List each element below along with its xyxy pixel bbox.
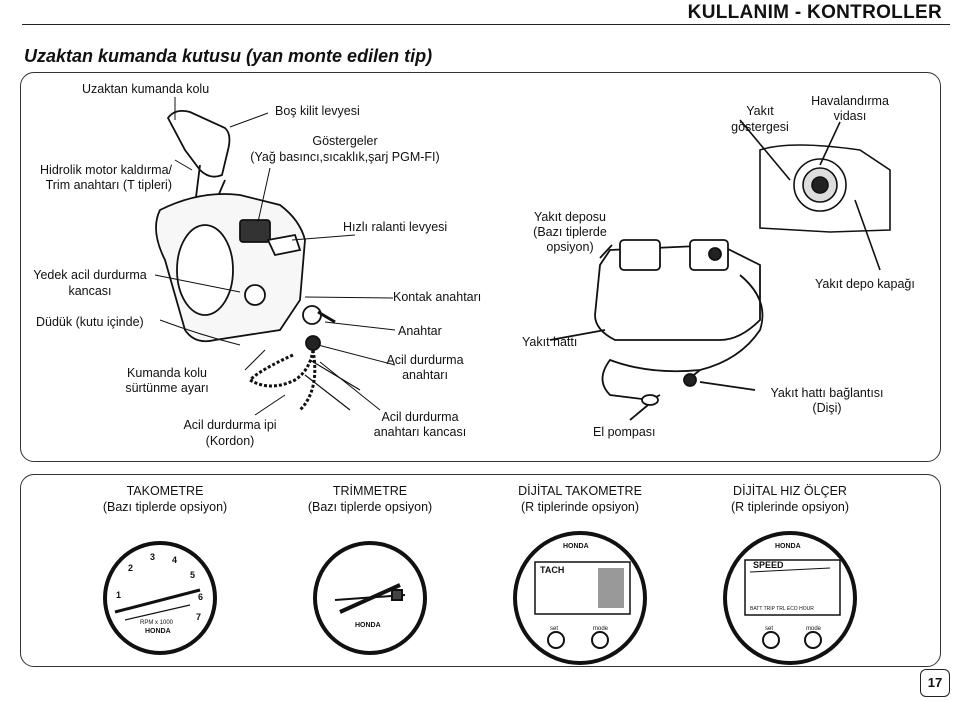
label-trim-switch-1: Hidrolik motor kaldırma/ [40, 163, 172, 177]
label-stop-switch-1: Acil durdurma [386, 353, 464, 367]
controls-panel [20, 72, 941, 462]
label-friction-2: sürtünme ayarı [125, 381, 209, 395]
gauge-4-note: (R tiplerinde opsiyon) [730, 500, 850, 514]
label-fuel-gauge-1: Yakıt [746, 104, 774, 118]
page-number: 17 [920, 669, 950, 697]
label-connector-1: Yakıt hattı bağlantısı [770, 386, 884, 400]
fuel-cap-drawing [739, 119, 891, 271]
dtach-set: set [550, 626, 559, 632]
remote-control-box-drawing [155, 109, 361, 412]
label-connector-2: (Dişi) [812, 401, 842, 415]
label-fuel-cap: Yakıt depo kapağı [815, 277, 915, 291]
trim-brand: HONDA [355, 622, 381, 629]
label-fuel-gauge-2: göstergesi [731, 120, 789, 134]
tach-num-6: 6 [198, 592, 204, 602]
label-friction-1: Kumanda kolu [127, 366, 207, 380]
fuel-tank-drawing [549, 239, 764, 421]
label-lanyard-1: Acil durdurma ipi [183, 418, 277, 432]
label-spare-clip-2: kancası [68, 284, 112, 298]
dspeed-mode-btn: mode [806, 626, 822, 632]
header-rule [22, 24, 950, 25]
gauge-4-name: DİJİTAL HIZ ÖLÇER [733, 484, 847, 498]
tach-unit: RPM x 1000 [140, 620, 174, 626]
tach-num-2: 2 [128, 563, 134, 573]
label-vent-1: Havalandırma [811, 94, 889, 108]
label-neutral-release: Boş kilit levyesi [275, 104, 360, 118]
gauge-3-name: DİJİTAL TAKOMETRE [518, 484, 642, 498]
tach-num-7: 7 [196, 612, 202, 622]
label-lanyard-2: (Kordon) [205, 434, 255, 448]
dtach-mode: TACH [540, 565, 565, 575]
trimmeter-drawing [313, 541, 427, 655]
label-stop-clip-2: anahtarı kancası [373, 425, 467, 439]
label-indicators-1: Göstergeler [312, 134, 378, 148]
gauge-1-name: TAKOMETRE [126, 484, 204, 498]
label-tank-2: (Bazı tiplerde [533, 225, 607, 239]
remote-leader-lines [154, 97, 396, 416]
dtach-brand: HONDA [563, 543, 589, 550]
tach-num-3: 3 [150, 552, 156, 562]
label-fast-idle: Hızlı ralanti levyesi [343, 220, 448, 234]
gauge-1-note: (Bazı tiplerde opsiyon) [102, 500, 228, 514]
label-tank-1: Yakıt deposu [533, 210, 607, 224]
label-key: Anahtar [398, 324, 442, 338]
label-vent-2: vidası [833, 109, 867, 123]
page-header-title: KULLANIM - KONTROLLER [687, 2, 942, 23]
digital-speed-drawing [723, 531, 857, 665]
tach-num-1: 1 [116, 590, 122, 600]
label-ignition-switch: Kontak anahtarı [393, 290, 482, 304]
tach-num-5: 5 [190, 570, 196, 580]
dspeed-mode: SPEED [753, 560, 784, 570]
label-spare-clip-1: Yedek acil durdurma [33, 268, 147, 282]
tachometer-drawing [103, 541, 217, 655]
label-trim-switch-2: Trim anahtarı (T tipleri) [45, 178, 172, 192]
gauge-2-note: (Bazı tiplerde opsiyon) [307, 500, 433, 514]
gauges-panel [20, 474, 941, 667]
gauge-2-name: TRİMMETRE [332, 484, 408, 498]
digital-tach-drawing [513, 531, 647, 665]
label-fuel-line: Yakıt hattı [522, 335, 578, 349]
label-remote-lever: Uzaktan kumanda kolu [82, 82, 210, 96]
tach-brand: HONDA [145, 628, 171, 635]
dspeed-set: set [765, 626, 774, 632]
label-stop-clip-1: Acil durdurma [381, 410, 459, 424]
gauge-3-note: (R tiplerinde opsiyon) [520, 500, 640, 514]
label-buzzer: Düdük (kutu içinde) [36, 315, 144, 329]
section-title: Uzaktan kumanda kutusu (yan monte edilen… [24, 46, 433, 66]
dtach-mode-btn: mode [593, 626, 609, 632]
dspeed-brand: HONDA [775, 543, 801, 550]
tach-num-4: 4 [172, 555, 178, 565]
label-indicators-2: (Yağ basıncı,sıcaklık,şarj PGM-FI) [250, 150, 440, 164]
dspeed-strip: BATT TRIP TRL ECO HOUR [750, 606, 814, 612]
label-tank-3: opsiyon) [546, 240, 594, 254]
label-primer-bulb: El pompası [593, 425, 656, 439]
label-stop-switch-2: anahtarı [402, 368, 448, 382]
